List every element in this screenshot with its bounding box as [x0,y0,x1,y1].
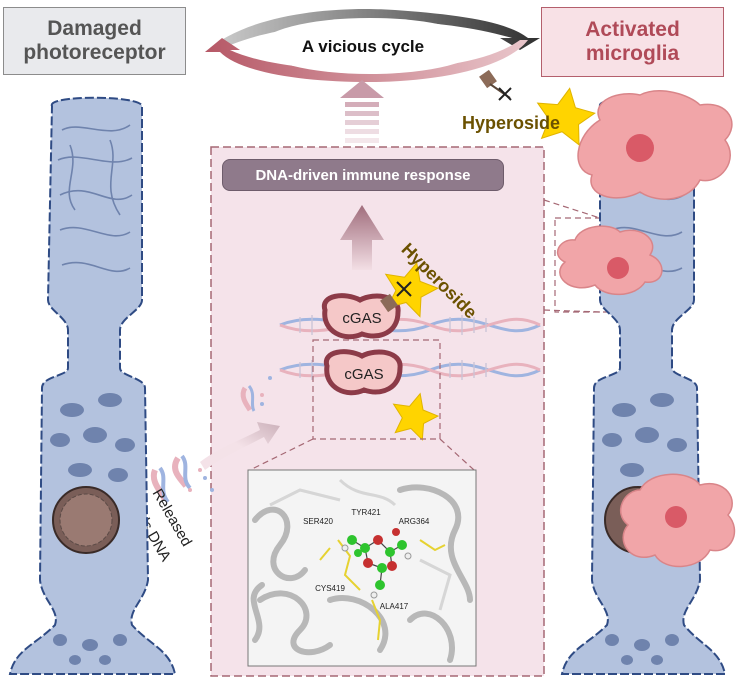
inset-zoom [249,339,475,471]
inhibition-x-icon [396,281,412,297]
damaged-photoreceptor-title: Damaged photoreceptor [3,7,186,75]
cgas-protein-2 [323,349,403,396]
photoreceptor-left [8,96,177,675]
cycle-center [260,18,480,74]
hyperoside-inhibitor-top [479,69,596,146]
up-arrow-to-cycle [340,80,384,143]
dna-immune-response-label: DNA-driven immune response [222,159,504,191]
activated-microglia-title: Activated microglia [541,7,724,77]
hyperoside-inhibitor-center [380,261,440,318]
residue-ala417: ALA417 [380,602,409,611]
hyperoside-star-bound [392,392,440,441]
hyperoside-label-top: Hyperoside [462,113,560,133]
released-dna-fragments [150,376,272,504]
residue-ser420: SER420 [303,517,333,526]
vicious-cycle [205,8,540,82]
microglia-middle [556,225,663,296]
cycle-label: A vicious cycle [302,37,424,56]
cgas-protein-1 [321,293,401,340]
microglia-bottom [620,473,736,568]
response-arrow [340,205,384,270]
dna-release-arrow [200,422,280,470]
residue-arg364: ARG364 [399,517,430,526]
cgas-label-1: cGAS [342,310,381,327]
ligand-atoms [341,528,412,599]
cycle-arrow-top [205,8,540,52]
microglia-top [577,90,733,200]
inhibition-x-icon-top [498,87,512,101]
cycle-arrow-bottom [205,38,528,82]
dna-helix-panel [279,315,541,380]
residue-cys419: CYS419 [315,584,345,593]
docking-inset: TYR421 SER420 ARG364 CYS419 ALA417 [247,469,477,667]
residue-tyr421: TYR421 [351,508,381,517]
cgas-label-2: cGAS [344,366,383,383]
